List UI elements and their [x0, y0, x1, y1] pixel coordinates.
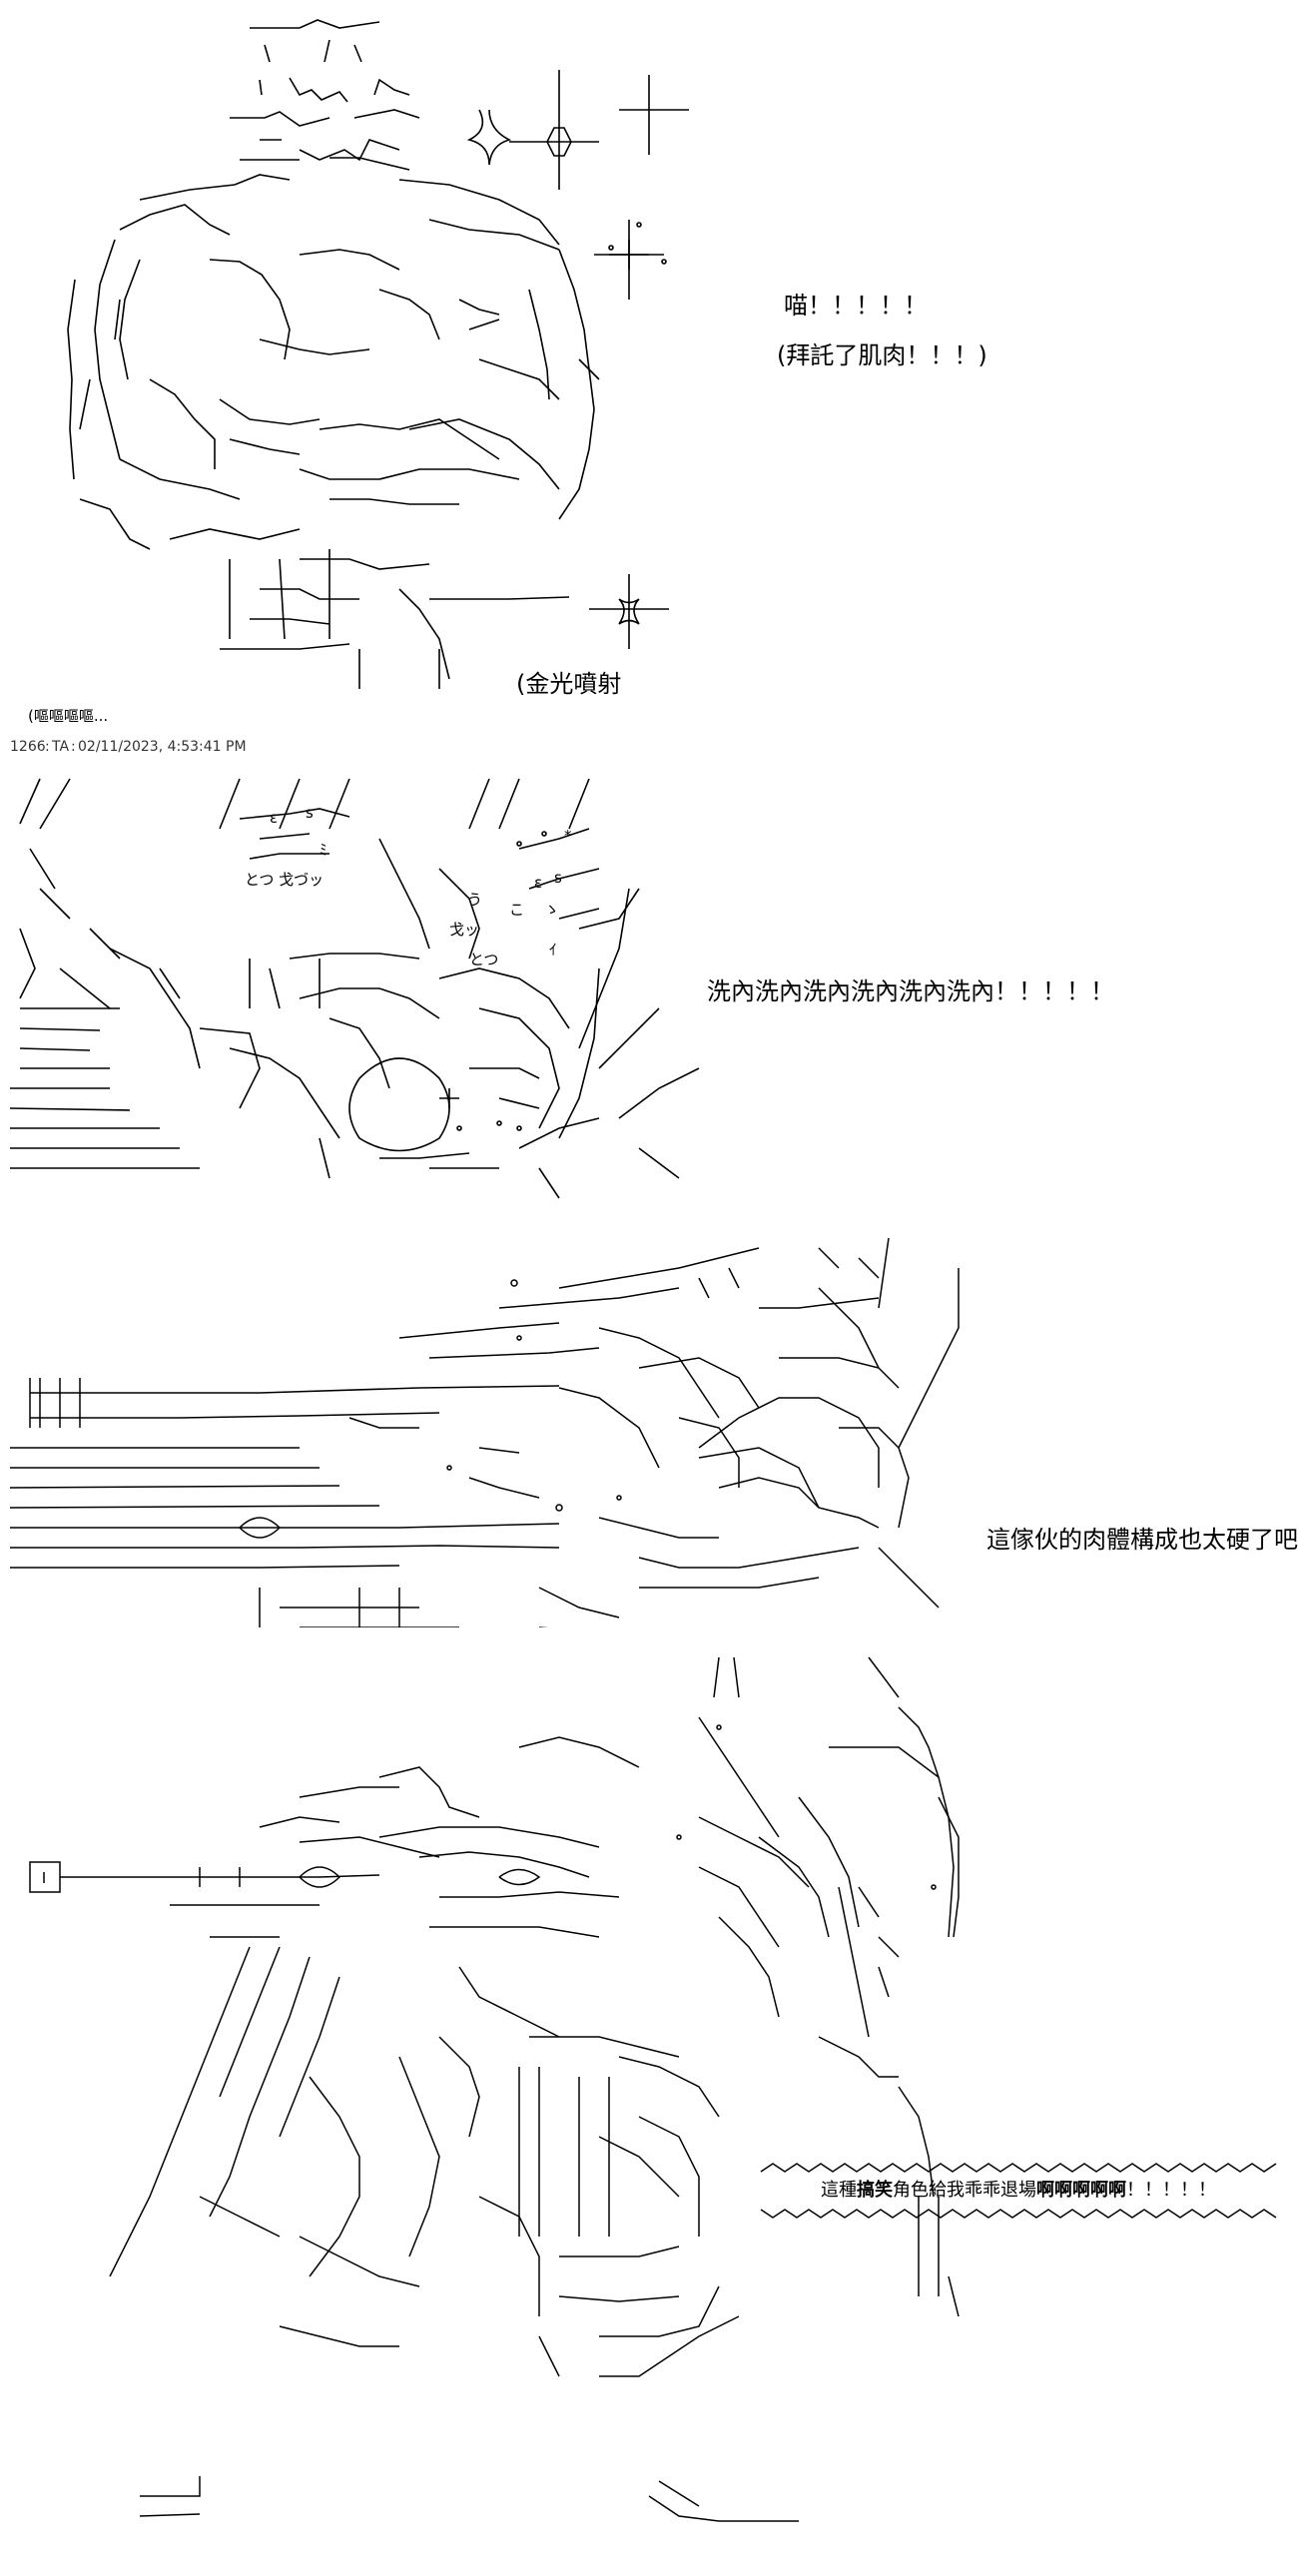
- panel-blade: 這種搞笑角色給我乖乖退場啊啊啊啊啊！！！！！: [0, 1637, 1298, 2576]
- speech-muscle-plea: (拜託了肌肉！！！): [777, 341, 987, 369]
- speech-washing: 洗內洗內洗內洗內洗內洗內！！！！！: [707, 977, 1114, 1005]
- post-separator: :: [71, 739, 76, 755]
- sfx-13: ゝ: [544, 901, 560, 919]
- shout-bubble: 這種搞笑角色給我乖乖退場啊啊啊啊啊！！！！！: [751, 2162, 1286, 2220]
- sfx-3: とつ: [469, 951, 499, 968]
- sfx-11: こ: [509, 901, 525, 919]
- sfx-6: ε: [270, 809, 279, 827]
- ascii-art-blade-mech: [29, 1656, 960, 2522]
- shout-part-2: 搞笑: [857, 2180, 893, 2201]
- sfx-9: ｲ: [549, 941, 557, 959]
- sfx-7: s: [306, 804, 314, 822]
- post-timestamp: 02/11/2023, 4:53:41 PM: [78, 739, 247, 755]
- ascii-art-machine: [9, 1237, 960, 1627]
- panel-muscle: 喵！！！！！ (拜託了肌肉！！！) (金光噴射 (嘔嘔嘔嘔...: [0, 0, 1298, 739]
- speech-meow: 喵！！！！！: [784, 292, 928, 320]
- shout-part-5: ！！！！！: [1126, 2180, 1216, 2201]
- sfx-4: う: [467, 891, 483, 909]
- panel-washing: とつ 戈づッ 戈ッ とつ う ε ε s s ｲ ﾐ こ * ゝ 洗內洗內洗內洗…: [0, 769, 1298, 1208]
- panel-machine: 這傢伙的肉體構成也太硬了吧？！: [0, 1228, 1298, 1627]
- shout-text: 這種搞笑角色給我乖乖退場啊啊啊啊啊！！！！！: [751, 2174, 1286, 2208]
- post-author[interactable]: TA: [52, 739, 70, 755]
- shout-part-3: 角色給我乖乖退場: [893, 2180, 1036, 2201]
- ascii-art-muscle-figure: [67, 19, 689, 689]
- ascii-art-washing: [9, 778, 700, 1199]
- post-header: 1266 : TA : 02/11/2023, 4:53:41 PM: [10, 739, 609, 763]
- shout-part-1: 這種: [821, 2180, 857, 2201]
- post-separator: :: [45, 739, 50, 755]
- sfx-12: *: [564, 827, 572, 845]
- post-number[interactable]: 1266: [10, 739, 46, 755]
- shout-part-4: 啊啊啊啊啊: [1036, 2180, 1126, 2201]
- footnote-gagging: (嘔嘔嘔嘔...: [28, 707, 109, 725]
- sfx-5: ε: [534, 874, 543, 892]
- sfx-1: とつ 戈づッ: [245, 871, 324, 889]
- sfx-10: ﾐ: [320, 841, 327, 859]
- speech-too-hard: 這傢伙的肉體構成也太硬了吧？！: [986, 1526, 1298, 1554]
- sfx-golden-light: (金光噴射: [516, 670, 622, 698]
- sfx-2: 戈ッ: [449, 921, 480, 939]
- sfx-8: s: [554, 869, 562, 887]
